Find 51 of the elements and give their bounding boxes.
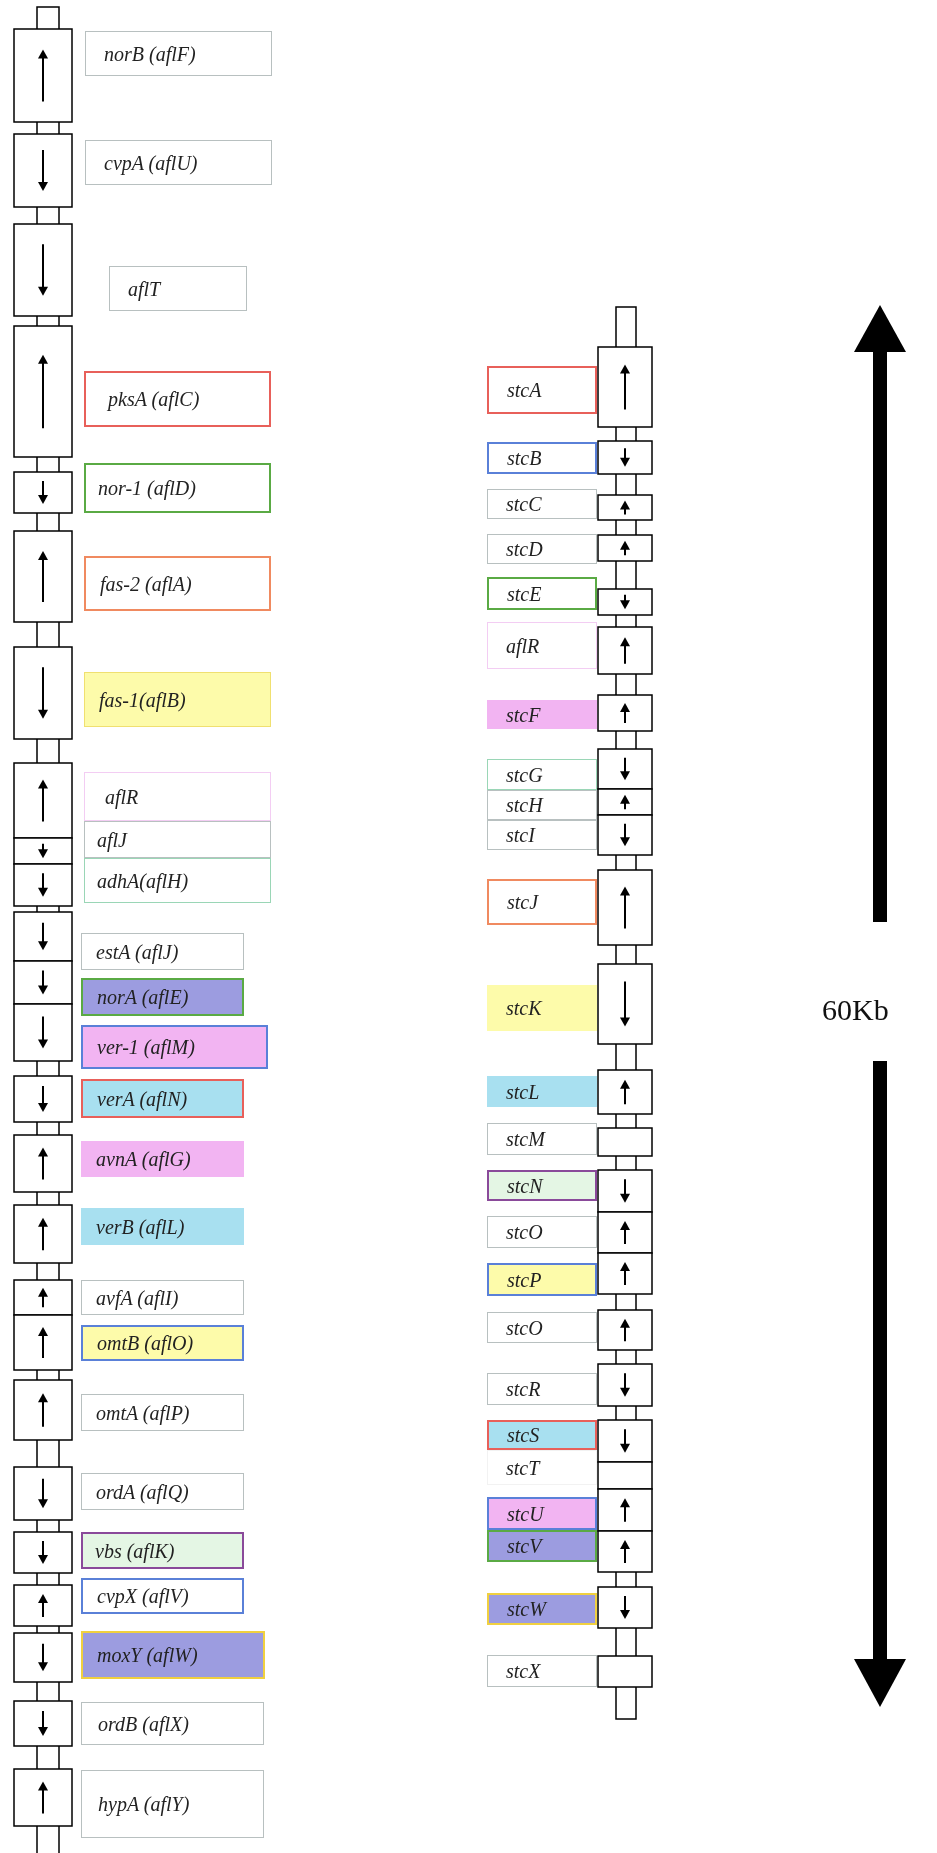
gene-label: verA (aflN)	[81, 1079, 244, 1118]
gene-label: stcF	[487, 700, 597, 729]
gene-label: stcH	[487, 790, 597, 820]
gene-label: norA (aflE)	[81, 978, 244, 1016]
gene-label: ver-1 (aflM)	[81, 1025, 268, 1069]
gene-label: stcG	[487, 759, 597, 790]
gene-label: stcC	[487, 489, 597, 519]
gene-label: stcO	[487, 1312, 597, 1343]
gene-label: norB (aflF)	[85, 31, 272, 76]
gene-label: cvpX (aflV)	[81, 1578, 244, 1614]
scale-label: 60Kb	[822, 995, 889, 1025]
gene-label: estA (aflJ)	[81, 933, 244, 970]
gene-label: ordA (aflQ)	[81, 1473, 244, 1510]
gene-label: vbs (aflK)	[81, 1532, 244, 1569]
gene-label: stcK	[487, 985, 597, 1031]
gene-label: hypA (aflY)	[81, 1770, 264, 1838]
gene-label: omtA (aflP)	[81, 1394, 244, 1431]
gene-label: aflT	[109, 266, 247, 311]
gene-label: stcW	[487, 1593, 597, 1625]
gene-label: pksA (aflC)	[84, 371, 271, 427]
gene-label: stcU	[487, 1497, 597, 1530]
gene-label: adhA(aflH)	[84, 858, 271, 903]
gene-label: moxY (aflW)	[81, 1631, 265, 1679]
gene-label: avfA (aflI)	[81, 1280, 244, 1315]
gene-label: stcI	[487, 820, 597, 850]
gene-label: stcO	[487, 1216, 597, 1248]
gene-label: stcB	[487, 442, 597, 474]
gene-label: stcX	[487, 1655, 597, 1687]
gene-label: stcV	[487, 1530, 597, 1562]
gene-label: stcL	[487, 1076, 597, 1107]
gene-label: stcE	[487, 577, 597, 610]
gene-label: stcT	[487, 1450, 597, 1485]
gene-label: stcJ	[487, 879, 597, 925]
gene-label: stcN	[487, 1170, 597, 1201]
gene-label: stcD	[487, 534, 597, 564]
gene-label: stcM	[487, 1123, 597, 1155]
gene-label: fas-1(aflB)	[84, 672, 271, 727]
gene-label: avnA (aflG)	[81, 1141, 244, 1177]
gene-label: aflJ	[84, 821, 271, 858]
gene-label: ordB (aflX)	[81, 1702, 264, 1745]
gene-label: stcR	[487, 1373, 597, 1405]
gene-label: omtB (aflO)	[81, 1325, 244, 1361]
gene-label: aflR	[487, 622, 597, 669]
gene-label: stcA	[487, 366, 597, 414]
gene-label: cvpA (aflU)	[85, 140, 272, 185]
gene-label: stcS	[487, 1420, 597, 1450]
gene-label: nor-1 (aflD)	[84, 463, 271, 513]
gene-label: fas-2 (aflA)	[84, 556, 271, 611]
gene-label: stcP	[487, 1263, 597, 1296]
gene-label: aflR	[84, 772, 271, 821]
gene-label: verB (aflL)	[81, 1208, 244, 1245]
